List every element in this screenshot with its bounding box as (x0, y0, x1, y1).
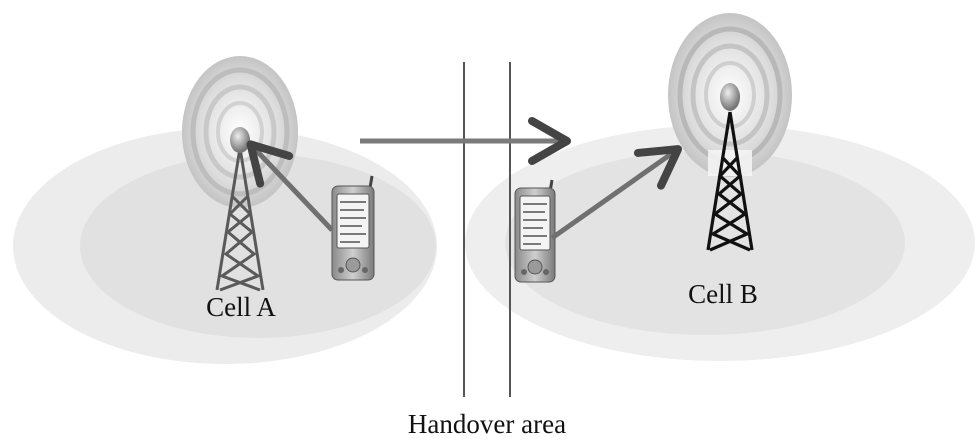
antenna-tower-icon (706, 111, 754, 252)
antenna-knob-a (230, 127, 250, 153)
handover-area-boundary (463, 62, 511, 397)
cell-b-label: Cell B (688, 279, 758, 309)
antenna-tower-icon (215, 147, 265, 292)
handover-area-label: Handover area (408, 409, 566, 439)
link-arrow-a (246, 140, 334, 232)
cell-b-coverage (465, 125, 975, 361)
tower-b (668, 13, 792, 252)
cell-a-label: Cell A (206, 292, 276, 322)
link-arrow-b (550, 145, 683, 241)
antenna-knob-b (720, 83, 740, 111)
pda-phone-icon (331, 175, 375, 281)
pda-phone-icon (514, 179, 556, 283)
